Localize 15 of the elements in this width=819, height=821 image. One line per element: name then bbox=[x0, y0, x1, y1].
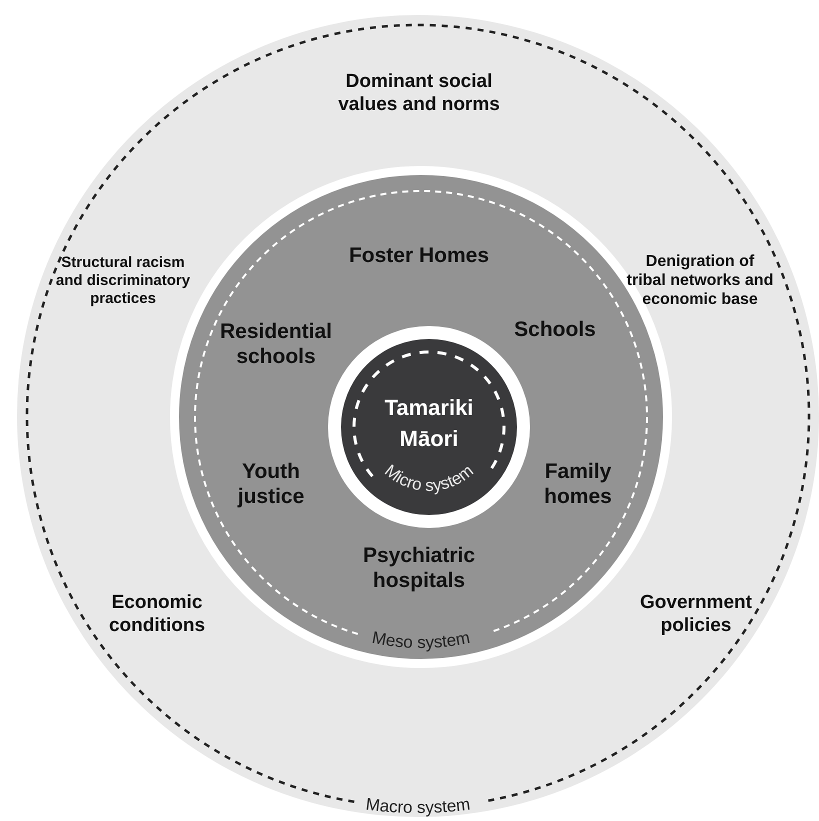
factor-label: Youth justice bbox=[236, 459, 306, 510]
factor-label: Schools bbox=[513, 316, 597, 342]
factor-label: Denigration of tribal networks and economic base bbox=[626, 252, 774, 310]
system-label: Meso system bbox=[370, 628, 472, 652]
factor-label: Residential schools bbox=[218, 319, 334, 370]
factor-label: Family homes bbox=[543, 459, 613, 510]
center-title: Tamariki Māori bbox=[384, 394, 474, 453]
factor-label: Economic conditions bbox=[108, 592, 206, 638]
system-label: Macro system bbox=[364, 794, 472, 818]
system-label: Micro system bbox=[381, 460, 477, 496]
factor-label: Foster Homes bbox=[348, 242, 490, 268]
factor-label: Psychiatric hospitals bbox=[362, 543, 476, 594]
factor-label: Government policies bbox=[639, 592, 753, 638]
factor-label: Structural racism and discriminatory practices bbox=[54, 254, 192, 308]
factor-label: Dominant social values and norms bbox=[337, 71, 501, 117]
